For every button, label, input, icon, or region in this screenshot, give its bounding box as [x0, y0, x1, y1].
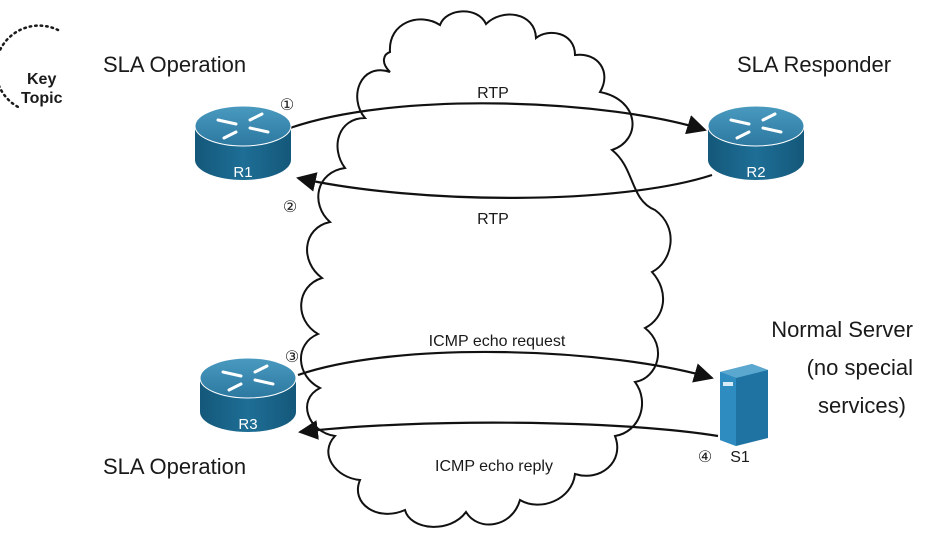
router-r1: R1 — [194, 105, 292, 181]
key-topic-badge: Key Topic — [0, 24, 63, 110]
rtp-back-label: RTP — [477, 211, 509, 228]
sla-operation-bottom-label: SLA Operation — [103, 454, 246, 479]
normal-server-label-1: Normal Server — [771, 317, 913, 342]
rtp-forward-label: RTP — [477, 85, 509, 102]
router-r3-top — [199, 357, 297, 399]
router-r2-label: R2 — [746, 164, 765, 181]
router-r2-top — [707, 105, 805, 147]
step-2-marker: ② — [283, 199, 297, 216]
router-r3: R3 — [199, 357, 297, 433]
router-icon — [216, 112, 270, 140]
step-3-marker: ③ — [285, 349, 299, 366]
key-topic-dotted-arc — [0, 24, 60, 110]
server-s1-label: S1 — [730, 449, 750, 466]
router-r3-label: R3 — [238, 416, 257, 433]
server-s1: S1 — [720, 364, 768, 466]
router-r2: R2 — [707, 105, 805, 181]
normal-server-label-2: (no special — [807, 355, 913, 380]
router-icon — [221, 364, 275, 392]
step-1-marker: ① — [280, 97, 294, 114]
server-s1-top — [720, 364, 768, 378]
router-icon — [729, 112, 783, 140]
icmp-request-label: ICMP echo request — [429, 333, 566, 350]
network-cloud — [300, 10, 672, 528]
icmp-request-arrow — [297, 350, 714, 383]
router-r1-top — [194, 105, 292, 147]
rtp-back-arrow — [296, 172, 713, 199]
icmp-reply-arrow — [298, 420, 719, 440]
icmp-reply-label: ICMP echo reply — [435, 458, 553, 475]
normal-server-label-3: services) — [818, 393, 906, 418]
server-s1-front — [720, 372, 736, 446]
sla-responder-label: SLA Responder — [737, 52, 891, 77]
sla-operation-top-label: SLA Operation — [103, 52, 246, 77]
key-topic-line2: Topic — [21, 90, 63, 107]
rtp-forward-arrow — [289, 102, 707, 135]
step-4-marker: ④ — [698, 449, 712, 466]
router-r1-label: R1 — [233, 164, 252, 181]
key-topic-line1: Key — [27, 71, 56, 88]
server-s1-drive — [723, 382, 733, 386]
